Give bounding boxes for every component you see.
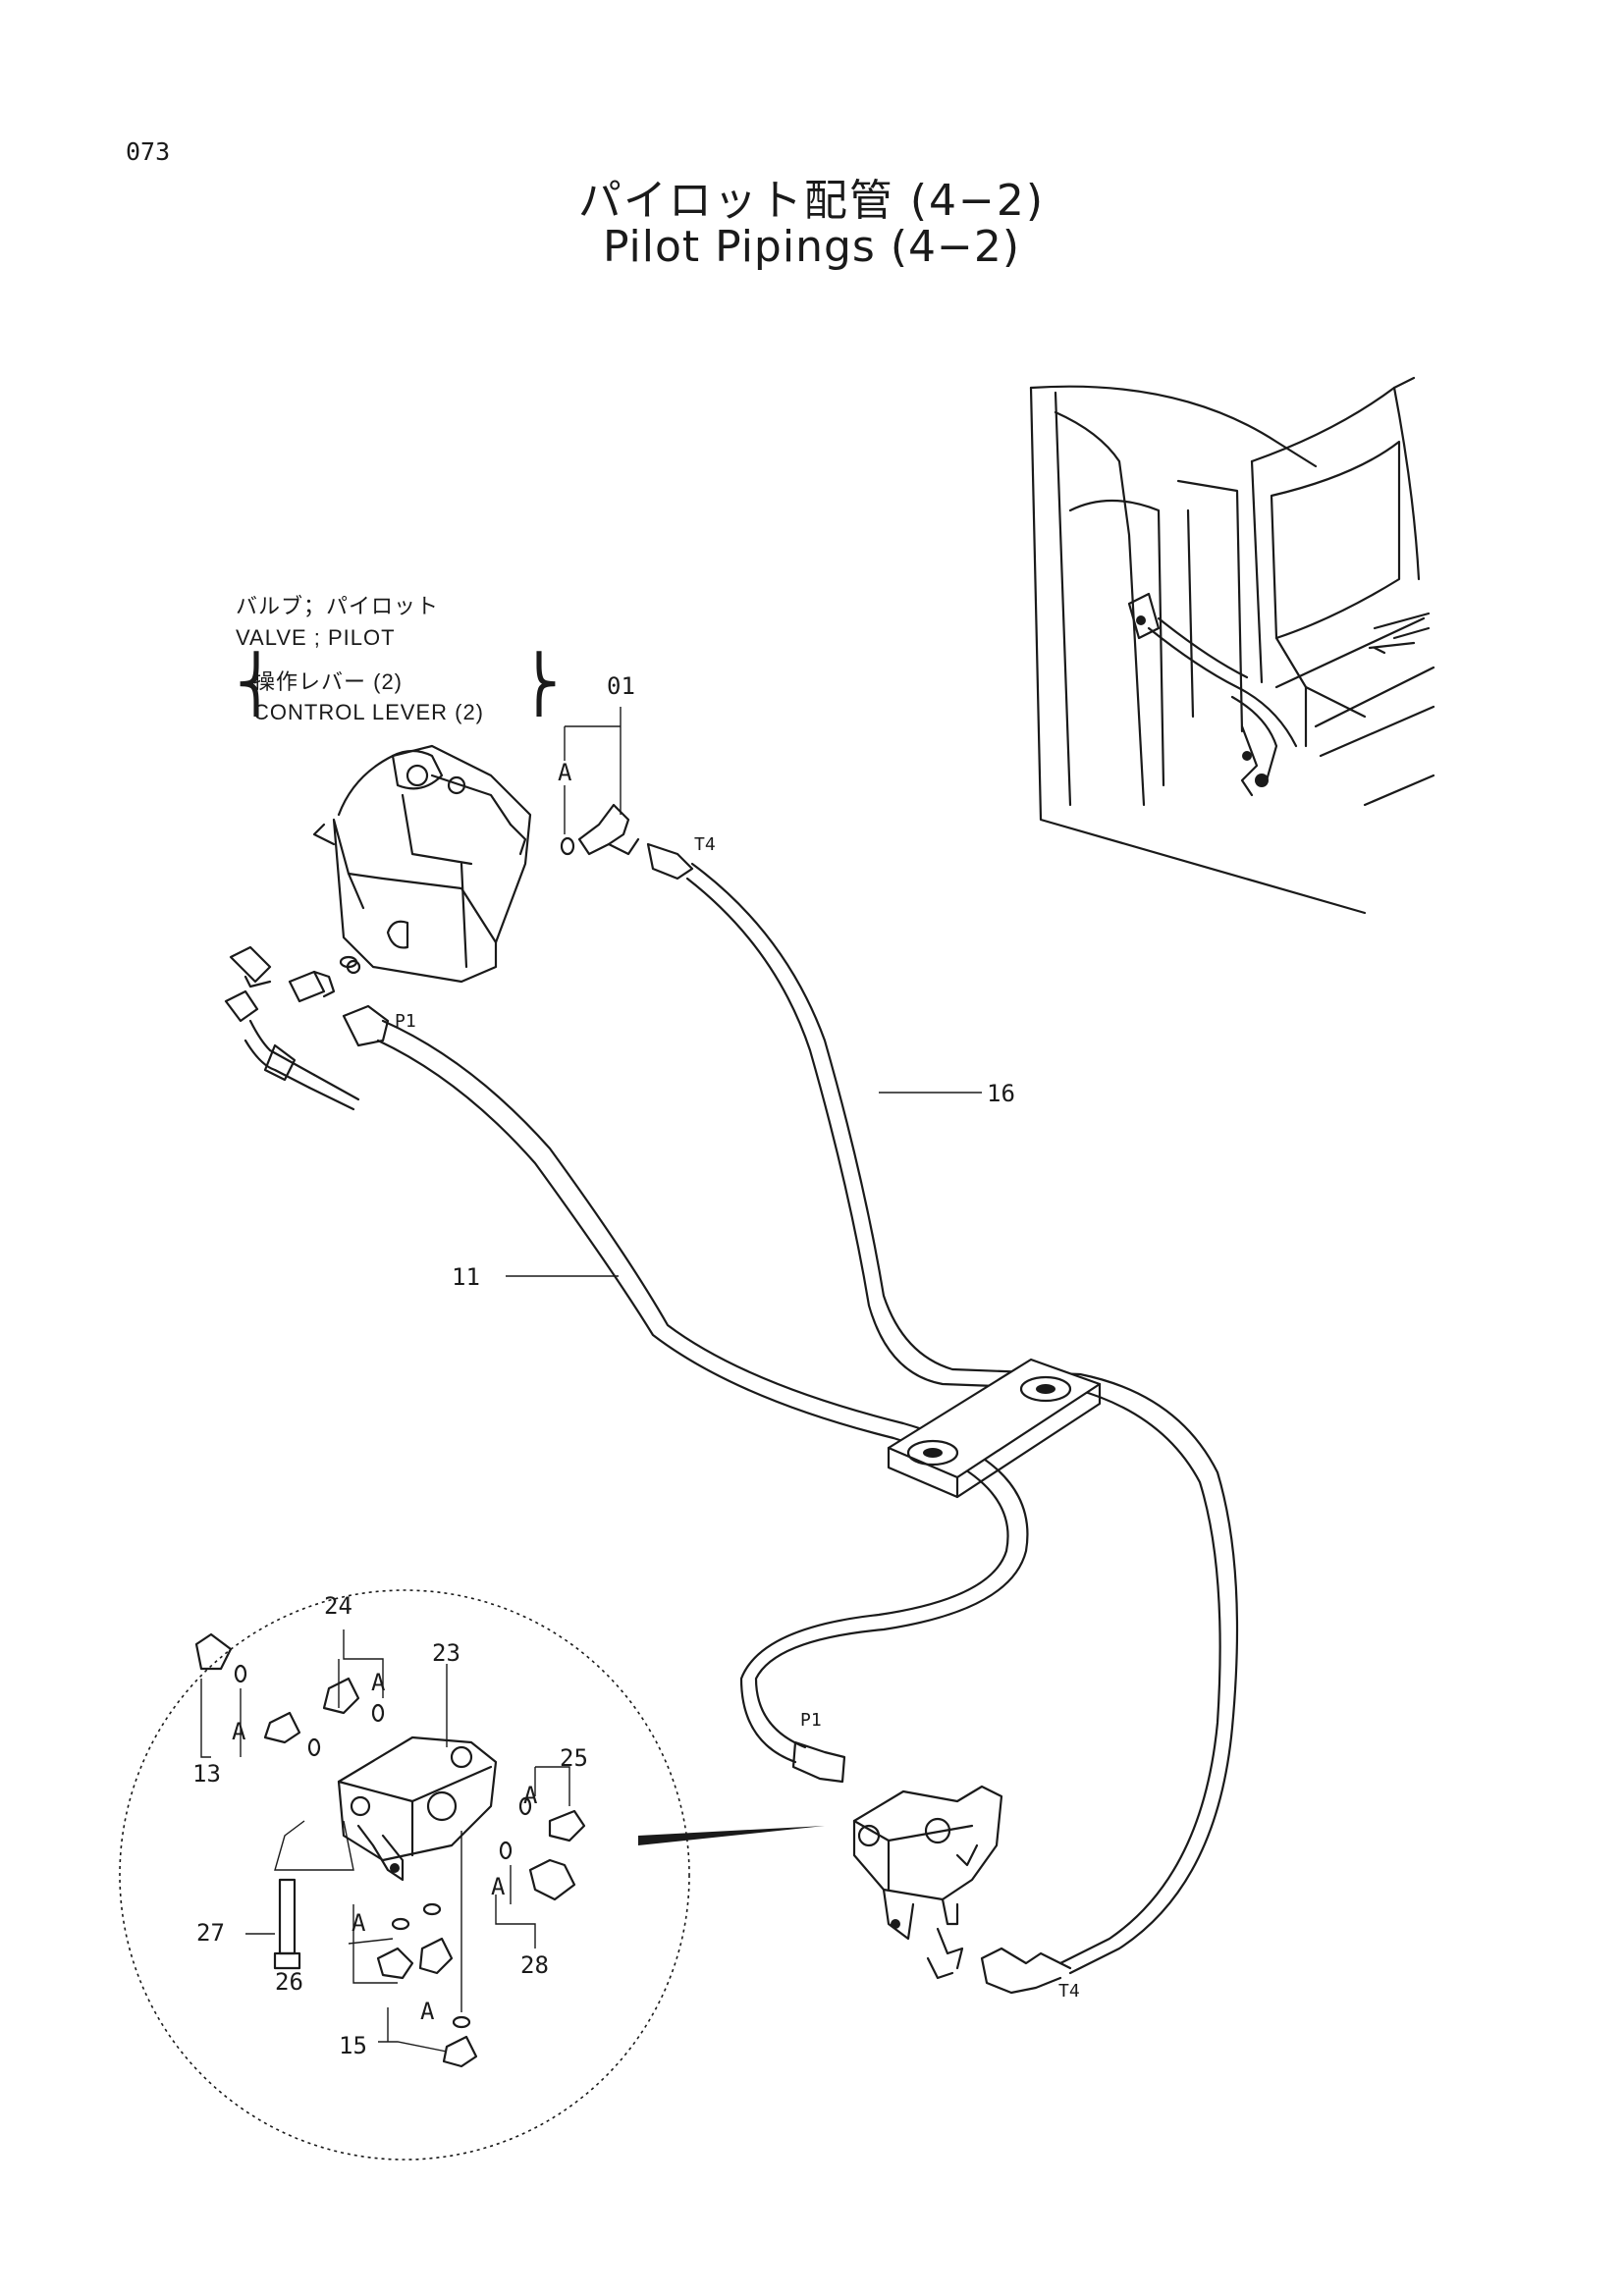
lever-label-jp: 操作レバー (2)	[253, 669, 404, 694]
valve-label-jp: バルブ；パイロット	[236, 594, 440, 618]
ref-a-25: A	[523, 1782, 538, 1809]
callout-28: 28	[520, 1951, 549, 1979]
ref-a-24: A	[371, 1669, 386, 1696]
callout-15: 15	[339, 2032, 367, 2059]
leader-lines	[506, 707, 982, 1277]
callout-24: 24	[324, 1592, 352, 1620]
callout-16: 16	[987, 1080, 1015, 1107]
detail-view-circle	[119, 1589, 690, 2161]
title-english: Pilot Pipings (4−2)	[602, 222, 1021, 272]
lever-label-bracket-right: ⎬	[518, 653, 560, 717]
title-japanese: パイロット配管 (4−2)	[577, 176, 1046, 226]
port-label-t4-lower: T4	[1058, 1981, 1080, 2002]
ref-a-15: A	[420, 1998, 435, 2025]
shuttle-valve	[852, 1785, 1003, 1980]
callout-25: 25	[560, 1744, 588, 1772]
valve-label-en: VALVE ; PILOT	[236, 625, 396, 650]
lever-label-en: CONTROL LEVER (2)	[253, 700, 485, 724]
pilot-valve	[224, 744, 640, 1111]
port-label-p1-upper: P1	[395, 1011, 416, 1032]
detail-pointer	[638, 1826, 825, 1845]
lever-label-bracket-left: ⎨	[236, 653, 277, 717]
callout-11: 11	[452, 1263, 480, 1291]
page-number: 073	[126, 137, 171, 166]
port-label-p1-lower: P1	[800, 1710, 822, 1731]
ref-a-26: A	[352, 1909, 366, 1937]
ref-a-28: A	[491, 1873, 506, 1900]
callout-27: 27	[196, 1919, 225, 1947]
callout-23: 23	[432, 1639, 460, 1667]
ref-a-13: A	[232, 1718, 246, 1745]
callout-13: 13	[192, 1760, 221, 1788]
port-label-t4-upper: T4	[694, 834, 716, 855]
ref-a-01: A	[558, 759, 572, 786]
hose-clamp-plate	[887, 1358, 1102, 1499]
excavator-cab	[1029, 376, 1435, 915]
callout-01: 01	[607, 672, 635, 700]
callout-26: 26	[275, 1968, 303, 1996]
